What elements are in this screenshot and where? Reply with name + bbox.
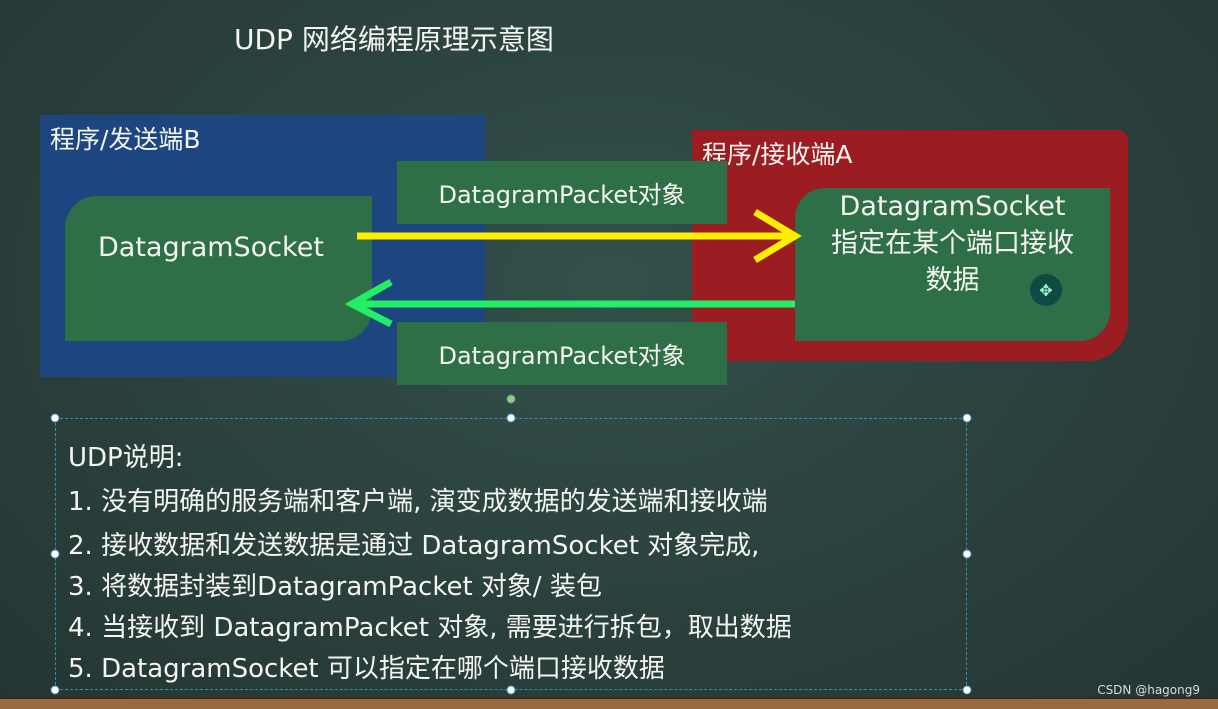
notes-item: 2. 接收数据和发送数据是通过 DatagramSocket 对象完成, [68,531,760,561]
receiver-socket-box: DatagramSocket 指定在某个端口接收 数据 [795,188,1110,341]
packet-receive-label: DatagramPacket对象 [438,342,686,370]
notes-item: 4. 当接收到 DatagramPacket 对象, 需要进行拆包，取出数据 [68,613,792,643]
packet-send-label: DatagramPacket对象 [438,181,686,209]
watermark: CSDN @hagong9 [1097,683,1200,697]
resize-handle[interactable] [506,685,516,695]
resize-handle[interactable] [962,685,972,695]
sender-socket-box [65,196,372,341]
resize-handle[interactable] [50,685,60,695]
sender-socket-label: DatagramSocket [98,232,324,263]
send-arrow [357,208,802,264]
notes-item: 3. 将数据封装到DatagramPacket 对象/ 装包 [68,572,602,602]
resize-handle[interactable] [962,549,972,559]
receive-arrow [344,278,795,328]
receiver-label: 程序/接收端A [702,140,853,169]
udp-notes-textbox[interactable]: UDP说明: 1. 没有明确的服务端和客户端, 演变成数据的发送端和接收端 2.… [55,418,967,690]
notes-item: 5. DatagramSocket 可以指定在哪个端口接收数据 [68,654,665,684]
notes-heading: UDP说明: [68,443,184,473]
sender-label: 程序/发送端B [50,125,201,154]
receiver-socket-line1: DatagramSocket [839,191,1066,222]
receiver-socket-line3: 数据 [925,265,980,296]
move-icon[interactable]: ✥ [1030,274,1062,306]
packet-box-send: DatagramPacket对象 [397,161,727,224]
notes-item: 1. 没有明确的服务端和客户端, 演变成数据的发送端和接收端 [68,487,768,517]
rotate-handle[interactable] [506,394,516,404]
receiver-socket-line2: 指定在某个端口接收 [831,228,1074,259]
packet-box-receive: DatagramPacket对象 [397,322,727,385]
diagram-title: UDP 网络编程原理示意图 [234,23,554,56]
resize-handle[interactable] [50,549,60,559]
resize-handle[interactable] [506,413,516,423]
chalkboard-frame [0,697,1218,709]
resize-handle[interactable] [50,413,60,423]
resize-handle[interactable] [962,413,972,423]
